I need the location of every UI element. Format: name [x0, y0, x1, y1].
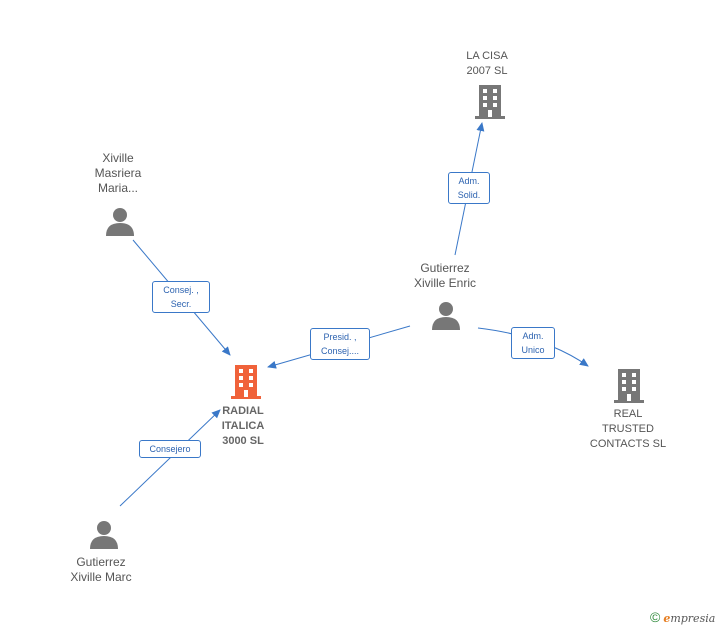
edge-label-line: Presid. , — [323, 332, 357, 342]
copyright-icon: © — [650, 609, 661, 625]
edge-label-adm-unico[interactable]: Adm. Unico — [511, 327, 555, 359]
person-icon[interactable] — [431, 300, 461, 330]
node-label-real-trusted[interactable]: REAL TRUSTED CONTACTS SL — [578, 407, 678, 452]
edge-label-line: Adm. — [458, 176, 480, 186]
node-label-line: 3000 SL — [222, 435, 264, 447]
edge-label-line: Consejero — [149, 444, 191, 454]
edge-label-adm-solid[interactable]: Adm. Solid. — [448, 172, 490, 204]
edge-label-consej-secr[interactable]: Consej. , Secr. — [152, 281, 210, 313]
edge-label-line: Unico — [521, 345, 545, 355]
edge-label-consejero[interactable]: Consejero — [139, 440, 201, 458]
node-label-line: Maria... — [97, 181, 138, 195]
person-icon[interactable] — [105, 206, 135, 236]
node-label-line: ITALICA — [221, 420, 265, 432]
node-label-line: 2007 SL — [466, 65, 508, 77]
node-label-line: Gutierrez — [420, 261, 470, 275]
node-label-xiville-masriera[interactable]: Xiville Masriera Maria... — [78, 151, 158, 196]
node-label-line: RADIAL — [222, 405, 264, 417]
node-label-line: Xiville — [102, 151, 134, 165]
node-label-gutierrez-marc[interactable]: Gutierrez Xiville Marc — [56, 555, 146, 585]
node-label-line: Gutierrez — [76, 555, 126, 569]
brand-footer[interactable]: ©empresia — [650, 609, 715, 625]
edge-label-line: Consej.... — [320, 346, 360, 356]
brand-logo-text: mpresia — [670, 612, 716, 625]
brand-logo: empresia — [663, 612, 715, 625]
building-icon[interactable] — [230, 364, 262, 400]
node-label-radial-italica[interactable]: RADIAL ITALICA 3000 SL — [203, 404, 283, 449]
node-label-gutierrez-enric[interactable]: Gutierrez Xiville Enric — [400, 261, 490, 291]
edge-label-line: Consej. , — [163, 285, 199, 295]
brand-logo-initial: e — [663, 612, 671, 625]
node-label-la-cisa[interactable]: LA CISA 2007 SL — [447, 49, 527, 79]
node-label-line: Xiville Enric — [413, 276, 476, 290]
person-icon[interactable] — [89, 519, 119, 549]
node-label-line: TRUSTED — [602, 423, 654, 435]
node-label-line: REAL — [613, 408, 643, 420]
node-label-line: CONTACTS SL — [589, 438, 667, 450]
node-label-line: LA CISA — [466, 50, 508, 62]
node-label-line: Masriera — [94, 166, 142, 180]
edge-label-presid-consej[interactable]: Presid. , Consej.... — [310, 328, 370, 360]
building-icon[interactable] — [613, 368, 645, 404]
edge-label-line: Adm. — [522, 331, 544, 341]
edge-label-line: Secr. — [170, 299, 192, 309]
edge-label-line: Solid. — [457, 190, 481, 200]
node-label-line: Xiville Marc — [70, 570, 132, 584]
edge-line-consejero — [119, 409, 221, 507]
building-icon[interactable] — [474, 84, 506, 120]
